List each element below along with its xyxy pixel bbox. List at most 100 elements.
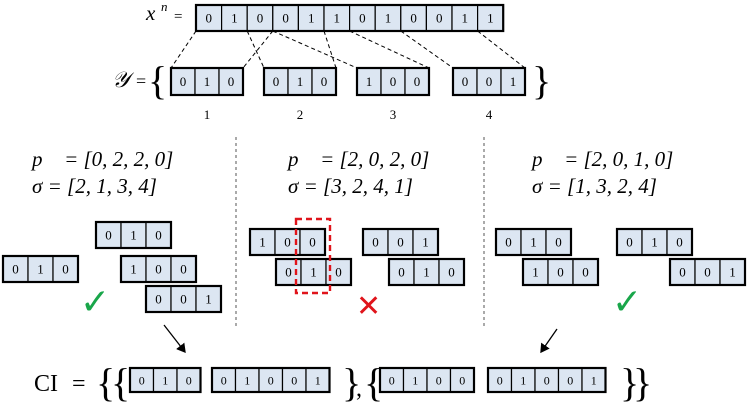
word-outline <box>494 227 573 257</box>
bit-value: 0 <box>139 374 145 388</box>
bit-value: 1 <box>530 235 537 250</box>
bit-value: 0 <box>567 374 573 388</box>
bit-value: 0 <box>372 235 379 250</box>
codebook-close-brace: } <box>532 58 551 103</box>
mapping-line <box>400 30 454 69</box>
ci-label: CI <box>34 371 58 397</box>
word-outline <box>210 366 331 394</box>
bit-value: 0 <box>186 374 192 388</box>
word-outline <box>262 66 338 97</box>
bit-value: 0 <box>390 74 397 89</box>
bit-value: 0 <box>155 292 162 307</box>
bit-value: 1 <box>130 228 137 243</box>
bit-value: 0 <box>505 235 512 250</box>
panel-3-sigma: σ = [1, 3, 2, 4] <box>532 174 657 198</box>
word-outline <box>169 66 245 97</box>
bit-value: 0 <box>155 228 162 243</box>
bit-value: 0 <box>12 262 19 277</box>
bit-value: 0 <box>105 228 112 243</box>
codebook-label: 𝒴 <box>112 67 135 92</box>
word-outline <box>378 366 476 394</box>
bit-cell <box>641 228 668 256</box>
codebook-index-3: 3 <box>390 107 397 122</box>
ci-outer-close-brace: } <box>633 360 652 405</box>
bit-cell <box>425 4 453 32</box>
bit-value: 1 <box>423 265 430 280</box>
panel-2-p: p⃗ = [2, 0, 2, 0] <box>286 147 429 171</box>
mapping-line <box>477 30 526 69</box>
bit-value: 0 <box>228 74 235 89</box>
mapping-line <box>242 30 274 69</box>
mapping-line <box>323 30 337 69</box>
bit-value: 0 <box>679 265 686 280</box>
bit-value: 0 <box>309 235 316 250</box>
bit-value: 0 <box>268 374 274 388</box>
bit-value: 1 <box>487 11 494 26</box>
bit-cell <box>374 4 402 32</box>
bit-value: 0 <box>557 265 564 280</box>
bit-value: 0 <box>397 235 404 250</box>
mapping-lines <box>170 30 526 69</box>
mapping-line <box>170 30 197 69</box>
bit-value: 0 <box>414 74 421 89</box>
ci-separator: , <box>356 376 362 402</box>
bit-value: 1 <box>591 374 597 388</box>
ci-equals: = <box>72 371 86 397</box>
codebook-index-2: 2 <box>297 107 304 122</box>
bit-value: 0 <box>544 374 550 388</box>
arrow-right-icon <box>540 328 558 354</box>
codebook-index-1: 1 <box>204 107 211 122</box>
word-outline <box>486 366 607 394</box>
bit-value: 1 <box>162 374 168 388</box>
bit-value: 0 <box>398 265 405 280</box>
word-outline <box>1 254 80 284</box>
word-outline <box>451 66 527 97</box>
bit-value: 0 <box>221 374 227 388</box>
bit-value: 0 <box>180 262 187 277</box>
word-outline <box>521 257 600 287</box>
codebook-open-brace: { <box>148 58 167 103</box>
bit-value: 0 <box>459 374 465 388</box>
ci-set-1-word-1: 0 1 0 <box>128 366 202 394</box>
bit-value: 1 <box>310 265 317 280</box>
bit-value: 0 <box>555 235 562 250</box>
bit-value: 0 <box>155 262 162 277</box>
bit-value: 0 <box>359 11 366 26</box>
sequence-equals: = <box>174 9 182 25</box>
bit-value: 0 <box>497 374 503 388</box>
ci-set-2-close-brace: } <box>620 360 639 405</box>
word-outline <box>668 257 747 287</box>
panel-1-check-icon: ✓ <box>80 282 110 323</box>
bit-value: 0 <box>282 11 289 26</box>
bit-value: 1 <box>510 74 517 89</box>
panel-3-p: p⃗ = [2, 0, 1, 0] <box>530 147 673 171</box>
word-outline <box>144 284 223 314</box>
bit-value: 1 <box>412 374 418 388</box>
word-outline <box>94 220 173 250</box>
bit-value: 0 <box>436 11 443 26</box>
bit-cell <box>27 255 54 283</box>
bit-value: 0 <box>180 74 187 89</box>
bit-value: 1 <box>334 11 341 26</box>
ci-set-1-close-brace: } <box>342 360 361 405</box>
word-outline <box>387 257 466 287</box>
codebook-equals: = <box>136 71 146 91</box>
bit-value: 0 <box>582 265 589 280</box>
bit-cell <box>666 228 693 256</box>
